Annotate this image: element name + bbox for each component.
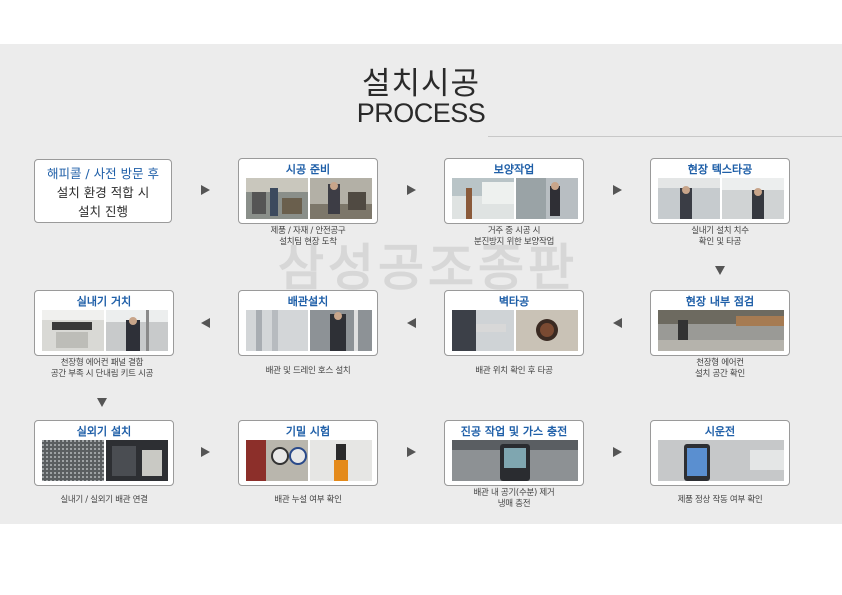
step-card-protect: 보양작업: [444, 158, 584, 224]
caption-line-1: 배관 및 드레인 호스 설치: [265, 366, 351, 376]
caption-line-1: 제품 / 자재 / 안전공구: [270, 226, 346, 236]
step-photo: [246, 440, 308, 481]
caption-line-2: 확인 및 타공: [698, 237, 742, 247]
step-caption: 배관 누설 여부 확인: [213, 495, 403, 506]
arrow-right-icon: [201, 447, 210, 457]
step-caption: 실내기 설치 치수 확인 및 타공: [625, 226, 815, 248]
step-caption: 배관 위치 확인 후 타공: [419, 366, 609, 377]
watermark: 삼성공조종판: [278, 239, 578, 297]
step-caption: 제품 정상 작동 여부 확인: [625, 495, 815, 506]
arrow-down-icon: [97, 398, 107, 407]
arrow-right-icon: [613, 185, 622, 195]
intro-line-1: 해피콜 / 사전 방문 후: [46, 166, 160, 181]
step-card-vacuum-gas: 진공 작업 및 가스 충전: [444, 420, 584, 486]
caption-line-1: 배관 누설 여부 확인: [274, 495, 342, 505]
step-card-outdoor-install: 실외기 설치: [34, 420, 174, 486]
intro-line-3: 설치 진행: [78, 204, 128, 219]
step-photo: [106, 310, 168, 351]
step-photo: [452, 178, 514, 219]
page-subtitle: PROCESS: [356, 98, 486, 128]
step-title: 기밀 시험: [285, 425, 331, 438]
step-caption: 제품 / 자재 / 안전공구 설치팀 현장 도착: [213, 226, 403, 248]
arrow-right-icon: [407, 447, 416, 457]
arrow-right-icon: [407, 185, 416, 195]
caption-line-1: 거주 중 시공 시: [487, 226, 541, 236]
step-photo: [310, 440, 372, 481]
arrow-left-icon: [613, 318, 622, 328]
step-title: 실내기 거치: [76, 295, 132, 308]
step-caption: 거주 중 시공 시 분진방지 위한 보양작업: [419, 226, 609, 248]
arrow-right-icon: [613, 447, 622, 457]
arrow-left-icon: [407, 318, 416, 328]
step-card-leak-test: 기밀 시험: [238, 420, 378, 486]
step-photo: [106, 440, 168, 481]
step-card-indoor-mount: 실내기 거치: [34, 290, 174, 356]
step-photo: [658, 440, 784, 481]
caption-line-2: 설치 공간 확인: [695, 369, 745, 379]
title-divider: [488, 136, 842, 137]
page-title: 설치시공: [361, 66, 481, 102]
caption-line-2: 설치팀 현장 도착: [279, 237, 337, 247]
step-photo: [452, 440, 578, 481]
caption-line-1: 천장형 에어컨 패널 결합: [60, 358, 144, 368]
step-card-prep: 시공 준비: [238, 158, 378, 224]
step-title: 진공 작업 및 가스 충전: [460, 425, 568, 438]
step-card-inspection: 현장 내부 점검: [650, 290, 790, 356]
step-title: 벽타공: [498, 295, 530, 308]
step-photo: [722, 178, 784, 219]
step-title: 현장 내부 점검: [685, 295, 755, 308]
intro-card: 해피콜 / 사전 방문 후 설치 환경 적합 시 설치 진행: [34, 159, 172, 223]
step-caption: 배관 내 공기(수분) 제거 냉매 충전: [419, 488, 609, 510]
step-title: 배관설치: [287, 295, 329, 308]
step-card-test-run: 시운전: [650, 420, 790, 486]
step-caption: 실내기 / 실외기 배관 연결: [9, 495, 199, 506]
step-photo: [516, 310, 578, 351]
step-card-site-drill: 현장 텍스타공: [650, 158, 790, 224]
step-title: 보양작업: [493, 163, 535, 176]
step-card-piping: 배관설치: [238, 290, 378, 356]
intro-line-2: 설치 환경 적합 시: [56, 185, 150, 200]
step-photo: [42, 440, 104, 481]
step-card-wall-drill: 벽타공: [444, 290, 584, 356]
step-title: 시공 준비: [285, 163, 331, 176]
caption-line-2: 분진방지 위한 보양작업: [473, 237, 554, 247]
step-photo: [246, 310, 308, 351]
step-photo: [452, 310, 514, 351]
caption-line-1: 실내기 / 실외기 배관 연결: [60, 495, 148, 505]
step-photo: [310, 178, 372, 219]
caption-line-1: 천장형 에어컨: [696, 358, 744, 368]
caption-line-1: 실내기 설치 치수: [691, 226, 749, 236]
step-photo: [658, 310, 784, 351]
step-photo: [246, 178, 308, 219]
arrow-down-icon: [715, 266, 725, 275]
step-photo: [42, 310, 104, 351]
caption-line-1: 배관 내 공기(수분) 제거: [473, 488, 555, 498]
caption-line-1: 제품 정상 작동 여부 확인: [677, 495, 763, 505]
step-title: 시운전: [704, 425, 736, 438]
caption-line-2: 공간 부족 시 단내림 키트 시공: [50, 369, 154, 379]
step-caption: 배관 및 드레인 호스 설치: [213, 366, 403, 377]
step-title: 실외기 설치: [76, 425, 132, 438]
step-caption: 천장형 에어컨 패널 결합 공간 부족 시 단내림 키트 시공: [7, 358, 197, 380]
step-photo: [658, 178, 720, 219]
caption-line-2: 냉매 충전: [497, 499, 531, 509]
caption-line-1: 배관 위치 확인 후 타공: [475, 366, 553, 376]
step-caption: 천장형 에어컨 설치 공간 확인: [625, 358, 815, 380]
arrow-right-icon: [201, 185, 210, 195]
step-photo: [310, 310, 372, 351]
step-title: 현장 텍스타공: [687, 163, 753, 176]
arrow-left-icon: [201, 318, 210, 328]
step-photo: [516, 178, 578, 219]
